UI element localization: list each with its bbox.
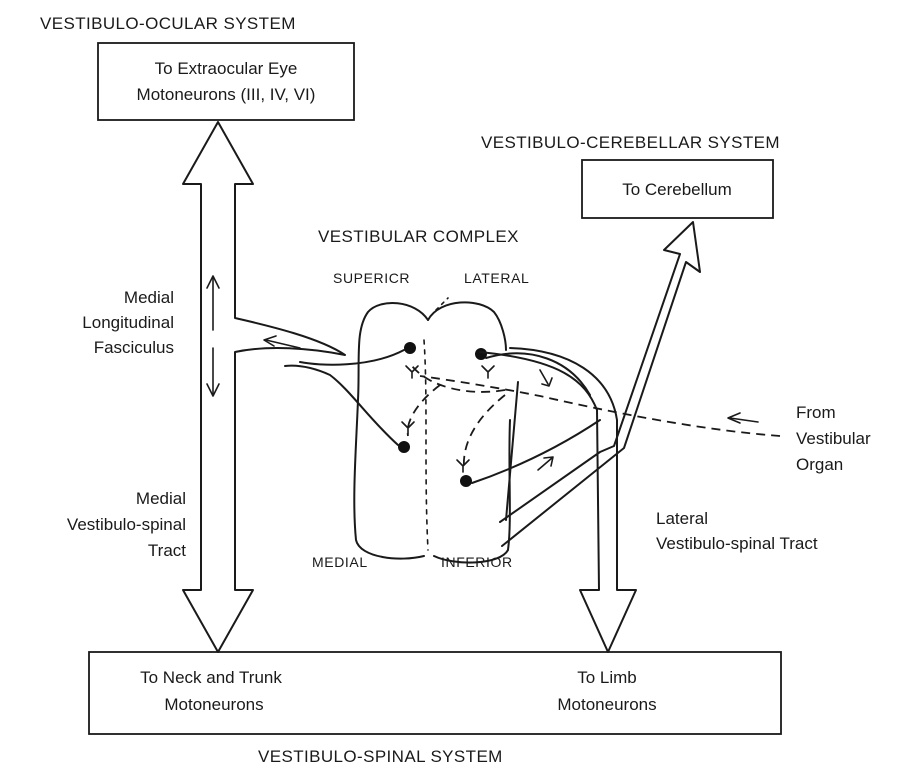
mlf-label-line1: Medial bbox=[124, 288, 174, 307]
medial-nucleus-label: MEDIAL bbox=[312, 554, 368, 570]
medial-neuron-axon bbox=[285, 366, 398, 445]
cerebellum-box-label: To Cerebellum bbox=[622, 180, 732, 199]
nucleus-dotted-divider bbox=[424, 340, 428, 550]
extraocular-box-line1: To Extraocular Eye bbox=[155, 59, 298, 78]
vestibulo-spinal-system-title: VESTIBULO-SPINAL SYSTEM bbox=[258, 747, 503, 766]
extraocular-motoneurons-box: To Extraocular Eye Motoneurons (III, IV,… bbox=[98, 43, 354, 120]
vestibular-complex-title: VESTIBULAR COMPLEX bbox=[318, 227, 519, 246]
neck-trunk-line1: To Neck and Trunk bbox=[140, 668, 282, 687]
medial-vst-label-line1: Medial bbox=[136, 489, 186, 508]
mlf-direction-arrows bbox=[207, 276, 300, 396]
from-vestibular-organ-line2: Vestibular bbox=[796, 429, 871, 448]
cerebellar-path-arrow bbox=[538, 457, 553, 470]
lateral-nucleus-branch bbox=[506, 382, 518, 520]
superior-nucleus-label: SUPERICR bbox=[333, 270, 410, 286]
extraocular-box-line2: Motoneurons (III, IV, VI) bbox=[137, 85, 316, 104]
vestibular-afferent-dashed bbox=[420, 376, 780, 436]
inferior-nucleus-neuron bbox=[460, 475, 472, 487]
limb-line1: To Limb bbox=[577, 668, 637, 687]
lateral-vst-label-line1: Lateral bbox=[656, 509, 708, 528]
afferent-branch-medial bbox=[408, 385, 440, 436]
lateral-neuron-axon bbox=[486, 353, 590, 395]
from-vestibular-organ-line1: From bbox=[796, 403, 836, 422]
medial-superior-nucleus-outline bbox=[354, 303, 428, 559]
limb-line2: Motoneurons bbox=[557, 695, 656, 714]
cerebellum-box: To Cerebellum bbox=[582, 160, 773, 218]
lateral-vst-label-line2: Vestibulo-spinal Tract bbox=[656, 534, 818, 553]
vestibulo-cerebellar-system-title: VESTIBULO-CEREBELLAR SYSTEM bbox=[481, 133, 780, 152]
from-vestibular-organ-line3: Organ bbox=[796, 455, 843, 474]
spinal-motoneurons-box: To Neck and Trunk Motoneurons To Limb Mo… bbox=[89, 652, 781, 734]
medial-vst-label-line2: Vestibulo-spinal bbox=[67, 515, 186, 534]
mlf-label-line2: Longitudinal bbox=[82, 313, 174, 332]
medial-nucleus-neuron bbox=[398, 441, 410, 453]
medial-double-arrow bbox=[183, 122, 345, 652]
lateral-nucleus-label: LATERAL bbox=[464, 270, 529, 286]
mlf-label-line3: Fasciculus bbox=[94, 338, 174, 357]
inferior-neuron-axon-to-cerebellum bbox=[472, 420, 600, 483]
medial-vst-label-line3: Tract bbox=[148, 541, 186, 560]
afferent-branch-inferior bbox=[464, 395, 505, 468]
inferior-nucleus-label: INFERIOR bbox=[441, 554, 513, 570]
superior-neuron-axon bbox=[300, 350, 404, 365]
vestibulo-cerebellar-arrow bbox=[500, 222, 700, 546]
neck-trunk-line2: Motoneurons bbox=[164, 695, 263, 714]
lateral-tract-arrow bbox=[540, 370, 552, 386]
vestibulo-ocular-system-title: VESTIBULO-OCULAR SYSTEM bbox=[40, 14, 296, 33]
lateral-inferior-nucleus-outline bbox=[428, 302, 510, 562]
superior-nucleus-neuron bbox=[404, 342, 416, 354]
